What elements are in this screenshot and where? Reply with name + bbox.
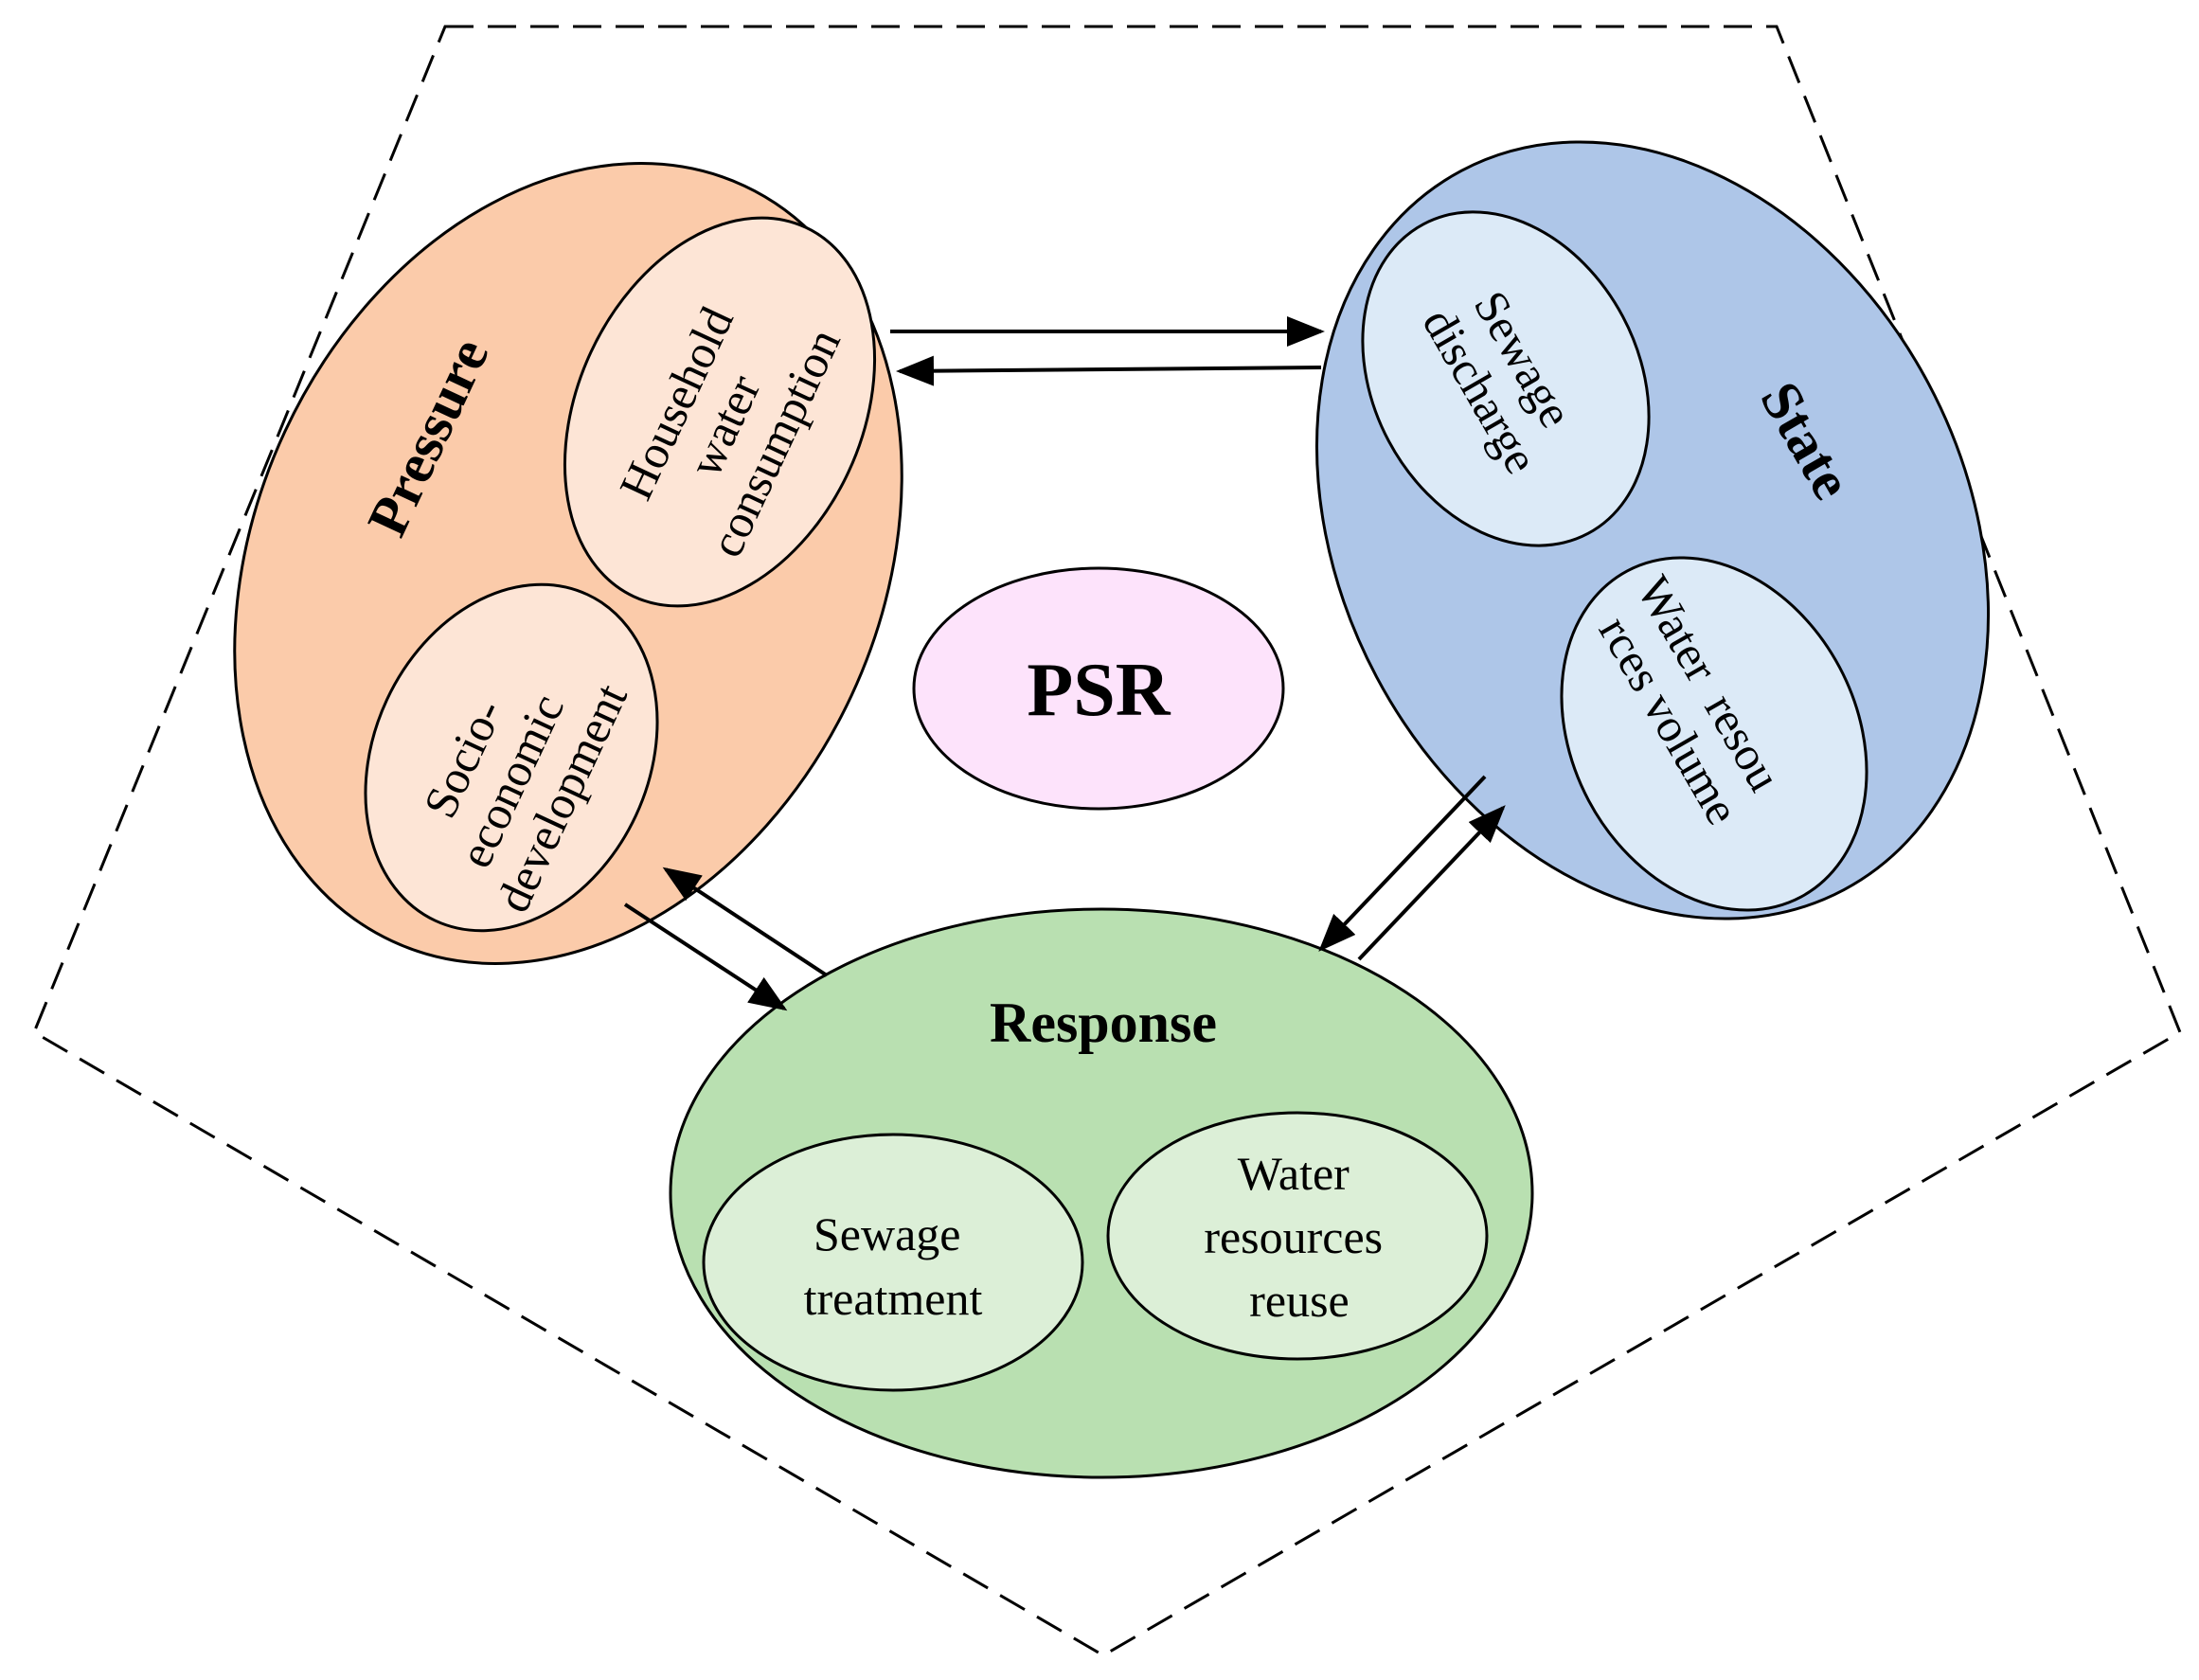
state-ellipse xyxy=(1315,140,1990,920)
water-resources-reuse-ellipse xyxy=(1106,1111,1489,1361)
psr-center-label: PSR xyxy=(1027,649,1171,732)
arrow-pressure-to-response xyxy=(623,903,788,1011)
dashed-pentagon-boundary xyxy=(32,25,2182,1657)
water-resources-reuse-line-1: Water xyxy=(1238,1147,1350,1200)
sewage-discharge-ellipse xyxy=(1361,210,1651,547)
water-resources-volume-ellipse xyxy=(1560,556,1868,912)
household-water-consumption-ellipse xyxy=(563,216,877,608)
pressure-ellipse xyxy=(233,162,903,965)
arrow-response-to-state xyxy=(1357,805,1506,961)
sewage-treatment-line-1: Sewage xyxy=(813,1207,961,1260)
arrow-state-to-response xyxy=(1318,775,1487,952)
response-title: Response xyxy=(990,992,1217,1054)
water-resources-reuse-line-2: resources xyxy=(1204,1210,1383,1263)
water-resources-reuse-line-3: reuse xyxy=(1249,1274,1350,1327)
sewage-treatment-ellipse xyxy=(702,1133,1084,1392)
arrow-state-to-pressure xyxy=(896,355,1322,386)
response-group: Response Sewage treatment Water resource… xyxy=(669,907,1534,1479)
psr-center-group: PSR xyxy=(912,566,1285,811)
pressure-group: Pressure Household water consumption Soc… xyxy=(233,162,903,965)
arrow-response-to-pressure xyxy=(662,867,829,977)
socio-economic-development-ellipse xyxy=(364,582,659,933)
arrows-group xyxy=(623,316,1506,1011)
sewage-treatment-line-2: treatment xyxy=(804,1272,983,1325)
water-resources-reuse-label: Water resources reuse xyxy=(1204,1147,1394,1327)
state-group: State Sewage discharge Water resou rces … xyxy=(1315,140,1990,920)
psr-center-ellipse xyxy=(912,566,1285,811)
sewage-treatment-label: Sewage treatment xyxy=(804,1207,983,1325)
